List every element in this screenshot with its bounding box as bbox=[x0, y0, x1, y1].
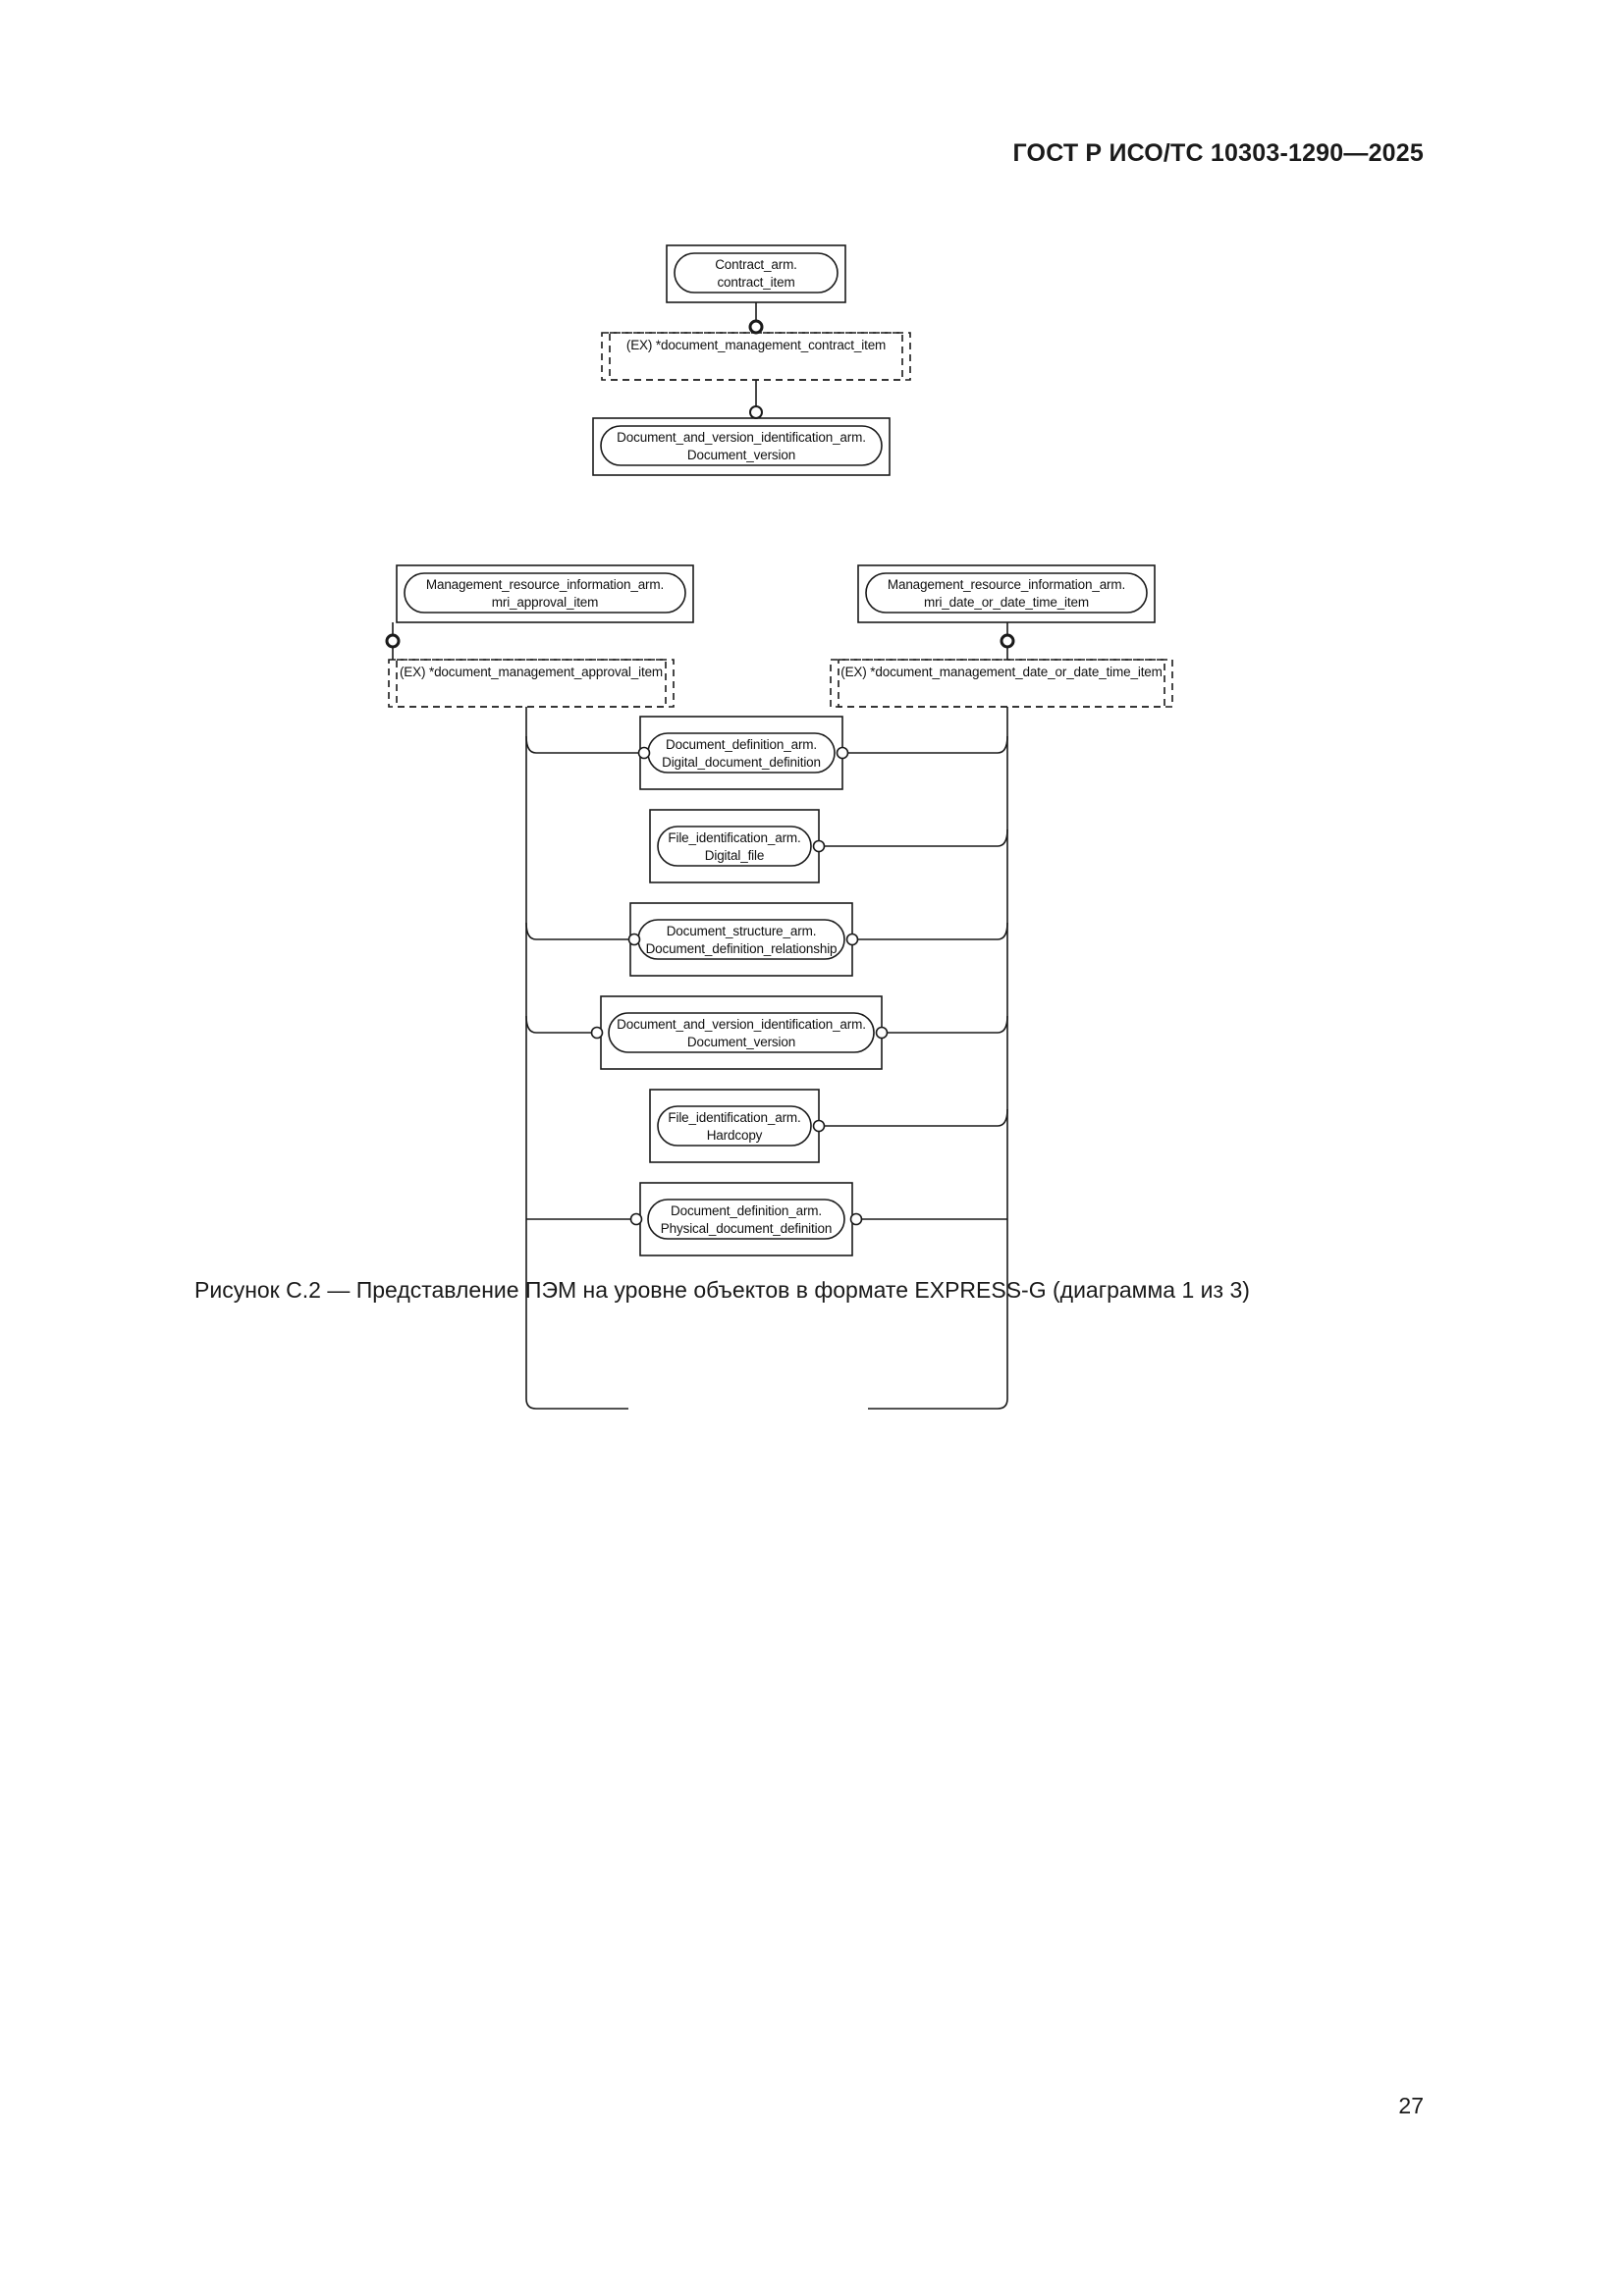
node-select-digital-document-definition bbox=[647, 732, 836, 774]
node-box-hardcopy bbox=[649, 1089, 820, 1163]
edge-right-to-digital-document-definition bbox=[846, 735, 1008, 754]
edge-marker-circle bbox=[627, 933, 641, 946]
edge-right-to-digital-file bbox=[823, 828, 1008, 847]
node-select-document-version-bottom bbox=[608, 1012, 875, 1053]
ex-label-date-item: (EX) *document_management_date_or_date_t… bbox=[840, 665, 1163, 679]
node-box-document-version-top bbox=[592, 417, 891, 476]
node-box-document-definition-relationship bbox=[629, 902, 853, 977]
express-g-diagram: Contract_arm. contract_item (EX) *docume… bbox=[0, 226, 1624, 1410]
edge-marker-circle bbox=[749, 405, 763, 419]
edge-marker-circle bbox=[812, 839, 826, 853]
edge-marker-circle bbox=[875, 1026, 889, 1040]
edge-left-to-digital-document-definition bbox=[525, 735, 640, 754]
edge-marker-circle bbox=[637, 746, 651, 760]
node-select-mri-approval-item bbox=[404, 572, 686, 614]
edge-marker-circle bbox=[845, 933, 859, 946]
edge-left-to-document-version-bottom bbox=[525, 1015, 601, 1034]
edge-marker-circle bbox=[849, 1212, 863, 1226]
node-box-document-version-bottom bbox=[600, 995, 883, 1070]
node-select-document-definition-relationship bbox=[637, 919, 845, 960]
edge-right-to-hardcopy bbox=[823, 1108, 1008, 1127]
edge-marker-circle bbox=[1000, 633, 1015, 649]
node-select-document-version-top bbox=[600, 425, 883, 466]
ex-label-contract-item: (EX) *document_management_contract_item bbox=[625, 338, 887, 352]
node-box-physical-document-definition bbox=[639, 1182, 853, 1256]
edge-marker-circle bbox=[385, 633, 401, 649]
page-header-standard-number: ГОСТ Р ИСО/ТС 10303-1290—2025 bbox=[1012, 139, 1424, 167]
figure-caption: Рисунок C.2 — Представление ПЭМ на уровн… bbox=[194, 1277, 1250, 1303]
edge-marker-circle bbox=[748, 319, 764, 335]
node-box-mri-approval-item bbox=[396, 564, 694, 623]
trunk-left-approval bbox=[525, 707, 628, 1410]
ex-box-inner-approval-item bbox=[396, 659, 667, 708]
edge-marker-circle bbox=[812, 1119, 826, 1133]
edge-right-to-document-definition-relationship bbox=[856, 922, 1008, 940]
node-select-mri-date-item bbox=[865, 572, 1148, 614]
node-select-physical-document-definition bbox=[647, 1199, 845, 1240]
node-box-mri-date-item bbox=[857, 564, 1156, 623]
node-select-contract-item bbox=[674, 252, 839, 294]
edge-left-to-document-definition-relationship bbox=[525, 922, 630, 940]
edge-marker-circle bbox=[629, 1212, 643, 1226]
node-select-hardcopy bbox=[657, 1105, 812, 1147]
ex-box-inner-date-item bbox=[838, 659, 1165, 708]
node-box-digital-file bbox=[649, 809, 820, 883]
edge-marker-circle bbox=[836, 746, 849, 760]
node-box-digital-document-definition bbox=[639, 716, 843, 790]
edge-right-to-document-version-bottom bbox=[886, 1015, 1008, 1034]
diagram-canvas bbox=[385, 244, 1173, 1410]
node-select-digital-file bbox=[657, 826, 812, 867]
trunk-right-date bbox=[868, 707, 1008, 1410]
page-number: 27 bbox=[1398, 2093, 1424, 2118]
edge-marker-circle bbox=[590, 1026, 604, 1040]
ex-label-approval-item: (EX) *document_management_approval_item bbox=[399, 665, 664, 679]
